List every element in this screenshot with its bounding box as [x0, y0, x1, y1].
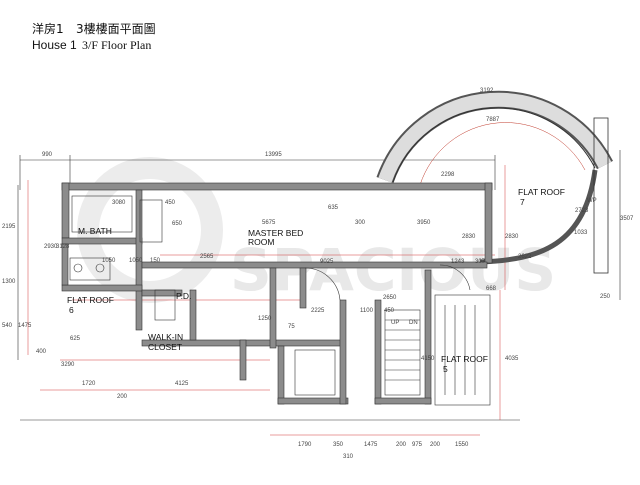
dim-150: 150 — [150, 258, 161, 264]
dim-635: 635 — [328, 205, 339, 211]
dim-625: 625 — [70, 336, 81, 342]
dim-1050a: 1050 — [102, 258, 116, 264]
curved-balcony — [376, 90, 614, 274]
dim-4125: 4125 — [175, 381, 189, 387]
dim-1550: 1550 — [455, 442, 469, 448]
dim-200a: 200 — [396, 442, 407, 448]
dim-3192: 3192 — [480, 88, 494, 94]
dim-2225: 2225 — [311, 308, 325, 314]
room-label-flat-roof-6b: 6 — [69, 305, 74, 315]
stair-dn-label: DN — [409, 320, 418, 326]
dim-3950: 3950 — [417, 220, 431, 226]
dim-2565: 2565 — [200, 254, 214, 260]
dim-350: 350 — [333, 442, 344, 448]
dim-2195: 2195 — [2, 224, 16, 230]
dim-1250: 1250 — [258, 316, 272, 322]
dim-2723: 2723 — [575, 208, 589, 214]
dim-2830a: 2830 — [462, 234, 476, 240]
title-cn-floor: 3樓樓面平面圖 — [76, 21, 156, 36]
dim-200: 200 — [117, 394, 128, 400]
interior-fixtures — [69, 195, 491, 406]
dim-1050b: 1050 — [129, 258, 143, 264]
dim-1243: 1243 — [451, 259, 465, 265]
dim-250: 250 — [600, 294, 611, 300]
dim-1300: 1300 — [2, 279, 16, 285]
title-en-house: House 1 — [32, 38, 77, 52]
title-cn-house: 洋房1 — [32, 21, 64, 36]
room-label-walk-in-1: WALK-IN — [148, 332, 183, 342]
dim-3128: 3128 — [56, 244, 70, 250]
dim-1475b: 1475 — [364, 442, 378, 448]
dim-990: 990 — [42, 152, 53, 158]
dim-2930: 2930 — [44, 244, 58, 250]
dim-1790: 1790 — [298, 442, 312, 448]
dim-3290: 3290 — [61, 362, 75, 368]
wp-label: WP — [587, 198, 597, 204]
dim-1100: 1100 — [360, 308, 374, 314]
dim-540: 540 — [2, 323, 13, 329]
dim-1475: 1475 — [18, 323, 32, 329]
dim-975: 975 — [412, 442, 423, 448]
dim-450b: 450 — [384, 308, 395, 314]
room-label-flat-roof-7b: 7 — [520, 197, 525, 207]
dim-2650: 2650 — [383, 295, 397, 301]
dim-4150: 4150 — [421, 356, 435, 362]
room-label-walk-in-2: CLOSET — [148, 342, 182, 352]
room-label-flat-roof-7a: FLAT ROOF — [518, 187, 565, 197]
room-label-master-bed-2: ROOM — [248, 237, 274, 247]
room-label-master-bed-1: MASTER BED — [248, 228, 303, 238]
dim-400: 400 — [36, 349, 47, 355]
room-label-flat-roof-5a: FLAT ROOF — [441, 354, 488, 364]
dim-200b: 200 — [430, 442, 441, 448]
dim-2830b: 2830 — [505, 234, 519, 240]
dim-4035: 4035 — [505, 356, 519, 362]
dim-450: 450 — [165, 200, 176, 206]
dim-3507: 3507 — [620, 216, 634, 222]
dim-1720: 1720 — [82, 381, 96, 387]
title-en-floor: 3/F Floor Plan — [82, 38, 151, 52]
dim-3080: 3080 — [112, 200, 126, 206]
dim-75: 75 — [288, 324, 295, 330]
watermark: SPACIOUS — [230, 236, 556, 304]
dim-9025: 9025 — [320, 259, 334, 265]
dimension-lines — [17, 150, 621, 436]
dim-1033: 1033 — [574, 230, 588, 236]
dim-7887: 7887 — [486, 117, 500, 123]
dim-307: 307 — [475, 259, 486, 265]
room-labels: M. BATH MASTER BED ROOM FLAT ROOF 6 WALK… — [67, 187, 597, 374]
room-label-flat-roof-6a: FLAT ROOF — [67, 295, 114, 305]
dim-300: 300 — [355, 220, 366, 226]
dim-650: 650 — [172, 221, 183, 227]
dim-310: 310 — [343, 454, 354, 460]
walls — [61, 182, 493, 405]
stair-up-label: UP — [391, 320, 399, 326]
dim-5675: 5675 — [262, 220, 276, 226]
room-label-pd: P.D. — [176, 291, 191, 301]
room-label-m-bath: M. BATH — [78, 226, 112, 236]
dim-2298: 2298 — [441, 172, 455, 178]
dimension-texts: 990 13995 2298 3192 7887 3080 450 5675 3… — [2, 88, 634, 460]
dim-668: 668 — [486, 286, 497, 292]
dim-2622: 2622 — [518, 254, 532, 260]
dim-13995: 13995 — [265, 152, 282, 158]
room-label-flat-roof-5b: 5 — [443, 364, 448, 374]
